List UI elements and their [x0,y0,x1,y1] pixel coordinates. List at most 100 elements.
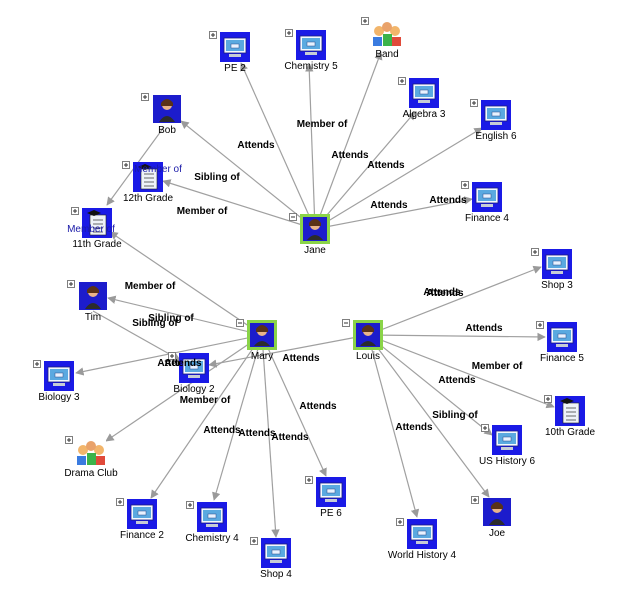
node-label-shop4: Shop 4 [260,569,292,580]
expand-icon[interactable] [168,352,176,360]
node-label-pe6: PE 6 [320,508,342,519]
edge-louis-ush6[interactable] [367,334,493,436]
node-eng6[interactable]: English 6 [470,99,518,143]
edge-label-mary-pe6: Attends [299,401,337,412]
node-pe6[interactable]: PE 6 [305,476,347,520]
edge-jane-alg3[interactable] [314,111,416,230]
node-label-bio3: Biology 3 [38,392,80,403]
node-label-mary: Mary [251,351,273,362]
node-mary[interactable]: Mary [236,319,278,363]
node-fin4[interactable]: Finance 4 [461,181,510,225]
overlay-label: Attends [429,195,467,206]
expand-icon[interactable] [250,537,258,545]
group-icon [372,18,402,48]
node-pe2[interactable]: PE 2 [209,31,251,75]
expand-icon[interactable] [544,395,552,403]
expand-icon[interactable] [65,436,73,444]
expand-icon[interactable] [71,207,79,215]
edge-louis-joe[interactable] [367,334,490,498]
grade-icon [133,162,163,192]
edge-jane-pe2[interactable] [240,62,316,230]
course-icon [472,182,502,212]
edge-jane-fin4[interactable] [314,196,473,230]
expand-icon[interactable] [186,501,194,509]
collapse-icon[interactable] [342,319,350,327]
expand-icon[interactable] [470,99,478,107]
edge-jane-bob[interactable] [180,120,316,230]
node-jane[interactable]: Jane [289,213,331,257]
expand-icon[interactable] [122,161,130,169]
node-fin2[interactable]: Finance 2 [116,498,165,542]
node-g10[interactable]: 10th Grade [544,395,596,439]
edge-jane-eng6[interactable] [314,127,483,230]
node-alg3[interactable]: Algebra 3 [398,77,446,121]
course-icon [316,477,346,507]
edge-louis-fin5[interactable] [367,332,546,342]
edge-mary-tim[interactable] [107,295,263,336]
edge-louis-g10[interactable] [367,334,555,409]
node-label-bio2: Biology 2 [173,384,215,395]
node-label-fin2: Finance 2 [120,530,164,541]
expand-icon[interactable] [33,360,41,368]
edge-mary-chem4[interactable] [212,334,263,501]
edge-jane-g12[interactable] [162,179,316,230]
person-icon [153,95,181,123]
edge-mary-fin2[interactable] [150,334,263,499]
node-g12[interactable]: 12th Grade [122,161,174,205]
expand-icon[interactable] [285,29,293,37]
node-ush6[interactable]: US History 6 [479,424,536,468]
edge-label-tim-bio2: Attends [157,358,195,369]
collapse-icon[interactable] [289,213,297,221]
expand-icon[interactable] [471,496,479,504]
expand-icon[interactable] [398,77,406,85]
node-drama[interactable]: Drama Club [64,436,118,480]
expand-icon[interactable] [536,321,544,329]
node-louis[interactable]: Louis [342,319,384,363]
expand-icon[interactable] [67,280,75,288]
edge-label-jane-band: Attends [331,150,369,161]
node-g11[interactable]: 11th Grade [71,207,123,251]
node-shop4[interactable]: Shop 4 [250,537,293,581]
collapse-icon[interactable] [236,319,244,327]
edge-jane-band[interactable] [314,51,383,230]
edge-mary-drama[interactable] [105,334,263,442]
expand-icon[interactable] [305,476,313,484]
expand-icon[interactable] [209,31,217,39]
edge-label-jane-bob: Sibling of [194,172,240,183]
node-bob[interactable]: Bob [141,93,182,137]
node-joe[interactable]: Joe [471,496,512,540]
course-icon [407,519,437,549]
edge-tim-bio2[interactable] [92,310,181,361]
node-chem4[interactable]: Chemistry 4 [185,501,239,545]
expand-icon[interactable] [141,93,149,101]
node-bio3[interactable]: Biology 3 [33,360,81,404]
expand-icon[interactable] [481,424,489,432]
node-fin5[interactable]: Finance 5 [536,321,585,365]
edge-jane-chem5[interactable] [305,63,316,230]
node-wh4[interactable]: World History 4 [388,518,457,562]
person-icon [79,282,107,310]
node-bio2[interactable]: Biology 2 [168,352,216,396]
edge-louis-bio2[interactable] [208,334,369,368]
edge-mary-g11[interactable] [109,231,263,336]
node-band[interactable]: Band [361,17,403,61]
expand-icon[interactable] [461,181,469,189]
expand-icon[interactable] [116,498,124,506]
edge-mary-shop4[interactable] [261,334,280,538]
course-icon [261,538,291,568]
expand-icon[interactable] [396,518,404,526]
expand-icon[interactable] [531,248,539,256]
edge-louis-wh4[interactable] [367,334,420,518]
group-icon [76,437,106,467]
edge-mary-pe6[interactable] [261,334,327,477]
edge-louis-shop3[interactable] [367,265,542,336]
edge-label-jane-alg3: Attends [367,160,405,171]
node-shop3[interactable]: Shop 3 [531,248,574,292]
edge-label-mary-tim: Sibling of [132,318,178,329]
node-label-wh4: World History 4 [388,550,457,561]
edge-label-louis-wh4: Attends [395,422,433,433]
node-chem5[interactable]: Chemistry 5 [284,29,338,73]
expand-icon[interactable] [361,17,369,25]
node-tim[interactable]: Tim [67,280,108,324]
